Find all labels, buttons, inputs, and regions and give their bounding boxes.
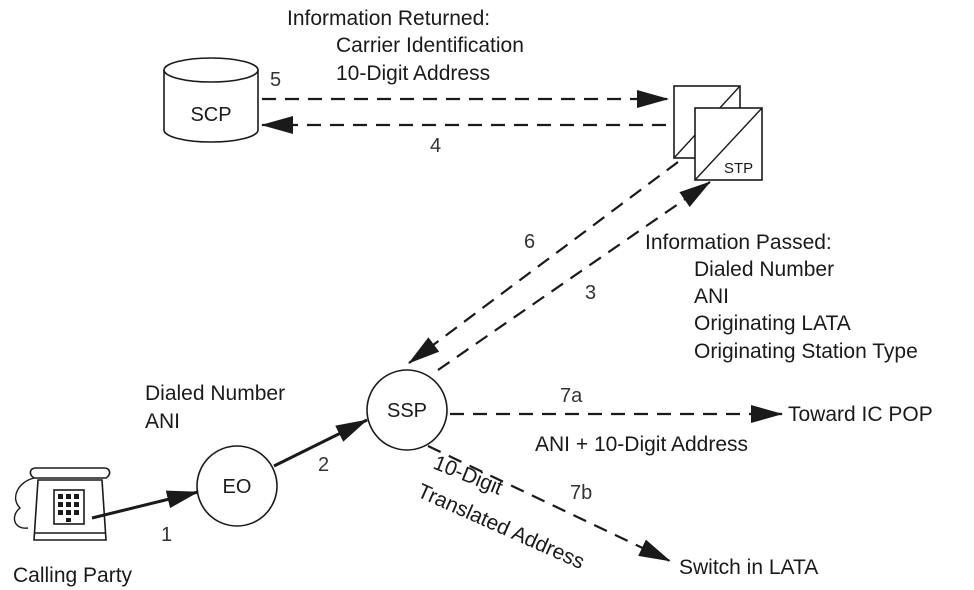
switch-in-lata-label: Switch in LATA (679, 556, 818, 579)
info-passed-item-station: Originating Station Type (694, 340, 918, 363)
step-3-label: 3 (585, 282, 596, 304)
info-returned-item-address: 10-Digit Address (336, 62, 490, 85)
step-3-arrow (437, 181, 711, 371)
stp-label: STP (724, 160, 753, 177)
scp-label: SCP (190, 104, 231, 126)
toward-ic-pop-label: Toward IC POP (788, 403, 933, 426)
step-1-arrow (91, 490, 199, 520)
scp-database-icon (163, 57, 259, 143)
step-7a-label: 7a (560, 385, 583, 407)
step-1-label: 1 (161, 524, 172, 546)
info-returned-title: Information Returned: (287, 7, 490, 30)
calling-party-label: Calling Party (13, 564, 133, 587)
ssp-label: SSP (387, 400, 427, 422)
step-7b-label: 7b (570, 482, 592, 504)
step-6-label: 6 (524, 231, 535, 253)
info-returned-item-carrier: Carrier Identification (336, 34, 524, 57)
ssp-node (366, 369, 448, 451)
ani-label: ANI (145, 410, 180, 433)
step-2-arrow (273, 418, 368, 468)
info-passed-item-dialed: Dialed Number (694, 258, 834, 281)
eo-label: EO (223, 476, 252, 498)
step-5-label: 5 (270, 69, 281, 91)
step-2-label: 2 (318, 454, 329, 476)
info-passed-item-ani: ANI (694, 285, 729, 308)
translated-line2: Translated Address (414, 480, 588, 574)
info-passed-item-lata: Originating LATA (694, 312, 851, 335)
eo-node (196, 445, 278, 527)
dialed-number-label: Dialed Number (145, 382, 285, 405)
telephone-icon (13, 467, 111, 541)
step-4-label: 4 (430, 135, 441, 157)
info-passed-title: Information Passed: (645, 231, 832, 254)
stp-switch-icon (673, 85, 763, 181)
step-6-arrow (408, 161, 679, 364)
ani-address-label: ANI + 10-Digit Address (535, 433, 748, 456)
